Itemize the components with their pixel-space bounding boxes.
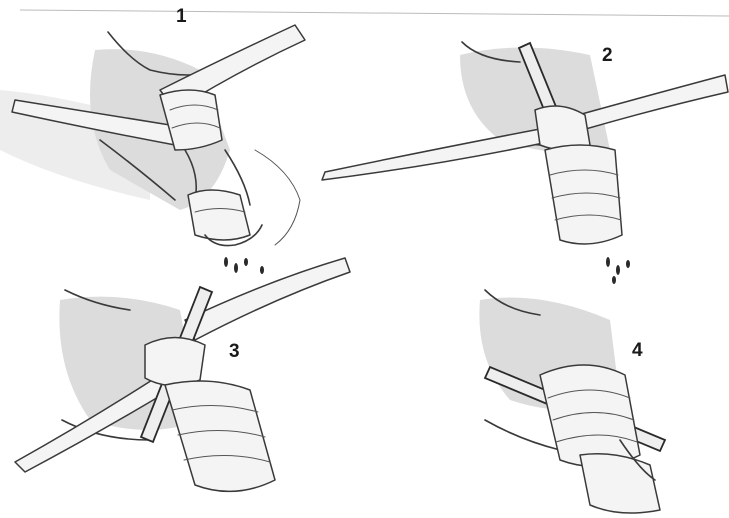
step-number-3: 3 [229,341,240,363]
step-number-1: 1 [176,6,187,28]
panel-4-illustration [479,290,665,513]
panel-3-illustration [15,258,350,491]
top-rule [20,10,729,16]
step-number-4: 4 [632,340,643,362]
step-number-2: 2 [602,45,613,67]
panel-1-illustration [0,25,305,274]
panel-2-illustration [322,42,728,284]
